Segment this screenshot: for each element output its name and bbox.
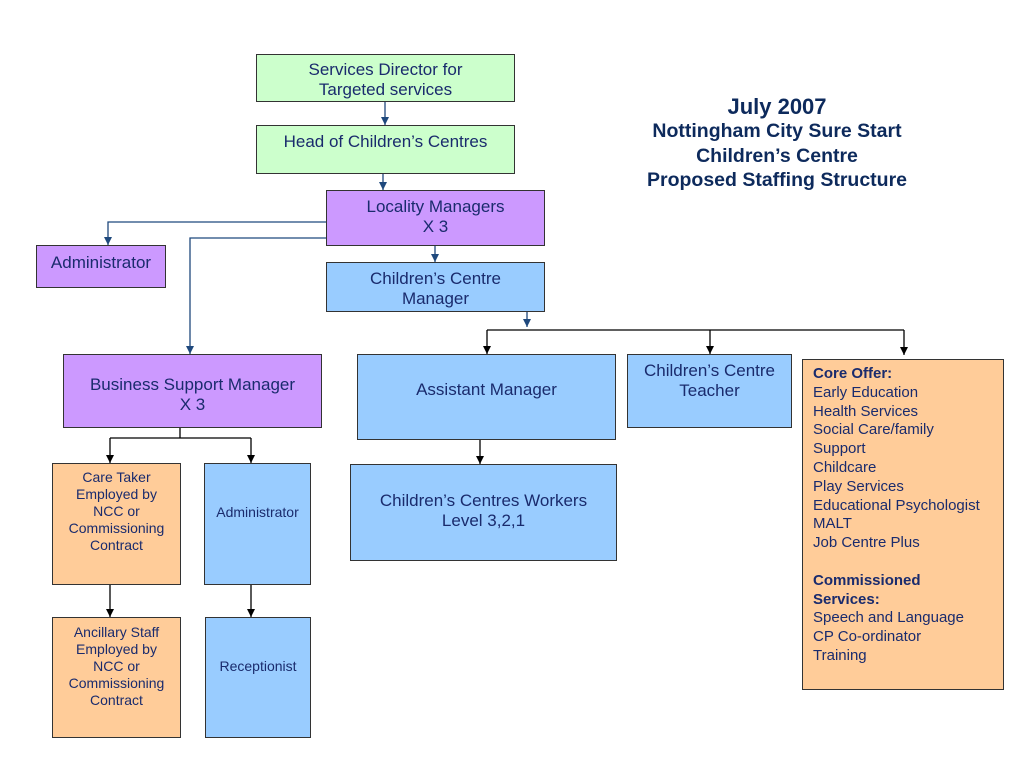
care-taker-box: Care Taker Employed by NCC or Commission… (52, 463, 181, 585)
centre-teacher-line-2: Teacher (679, 381, 740, 400)
assistant-manager-label: Assistant Manager (416, 380, 557, 399)
core-offer-item: Early Education (813, 383, 919, 401)
core-offer-item: Social Care/family (813, 421, 934, 439)
care-taker-line-4: Commissioning (68, 520, 165, 536)
care-taker-line-1: Care Taker (82, 469, 151, 485)
core-offer-item: Childcare (813, 458, 877, 476)
administrator-support-label: Administrator (216, 504, 299, 520)
core-offer-item: Support (813, 440, 866, 458)
title-line-3: Proposed Staffing Structure (646, 169, 908, 192)
receptionist-label: Receptionist (219, 658, 297, 674)
assistant-manager-box: Assistant Manager (357, 354, 616, 440)
connector-locality-to-administrator (104, 221, 326, 245)
connector-locality-to-business-support (186, 237, 326, 354)
core-offer-item: Play Services (813, 477, 904, 495)
services-director-box: Services Director for Targeted services (256, 54, 515, 102)
commissioned-item: CP Co-ordinator (813, 628, 922, 646)
ancillary-staff-line-3: NCC or (93, 658, 140, 674)
business-support-manager-line-2: X 3 (179, 395, 206, 414)
business-support-manager-box: Business Support Manager X 3 (63, 354, 322, 428)
ancillary-staff-line-1: Ancillary Staff (73, 624, 160, 640)
services-director-line-1: Services Director for (308, 60, 463, 79)
administrator-locality-label: Administrator (50, 253, 152, 272)
centres-workers-line-2: Level 3,2,1 (441, 511, 526, 530)
centres-workers-line-1: Children’s Centres Workers (379, 491, 588, 510)
head-of-centres-box: Head of Children’s Centres (256, 125, 515, 174)
title-date: July 2007 (727, 94, 827, 119)
centre-manager-box: Children’s Centre Manager (326, 262, 545, 312)
administrator-locality-box: Administrator (36, 245, 166, 288)
locality-managers-box: Locality Managers X 3 (326, 190, 545, 246)
locality-managers-line-2: X 3 (422, 217, 449, 236)
connector-business-support-stem (110, 428, 251, 439)
title-line-1: Nottingham City Sure Start (652, 120, 902, 142)
core-offer-box: Core Offer: Early Education Health Servi… (802, 359, 1004, 690)
commissioned-item: Speech and Language (813, 609, 964, 627)
receptionist-box: Receptionist (205, 617, 311, 738)
ancillary-staff-line-2: Employed by (76, 641, 157, 657)
core-offer-item: Job Centre Plus (813, 534, 920, 552)
business-support-manager-line-1: Business Support Manager (89, 375, 296, 394)
centre-teacher-box: Children’s Centre Teacher (627, 354, 792, 428)
care-taker-line-2: Employed by (76, 486, 157, 502)
head-of-centres-label: Head of Children’s Centres (283, 132, 488, 151)
commissioned-heading-line-1: Commissioned (813, 571, 921, 589)
services-director-line-2: Targeted services (318, 80, 453, 99)
commissioned-heading-line-2: Services: (813, 590, 880, 608)
title-line-2: Children’s Centre (696, 144, 858, 167)
core-offer-item: MALT (813, 515, 852, 533)
care-taker-line-3: NCC or (93, 503, 140, 519)
locality-managers-line-1: Locality Managers (366, 197, 505, 216)
core-offer-item: Health Services (813, 402, 919, 420)
centres-workers-box: Children’s Centres Workers Level 3,2,1 (350, 464, 617, 561)
ancillary-staff-line-5: Contract (90, 692, 143, 708)
centre-manager-line-2: Manager (401, 289, 470, 308)
chart-title: July 2007 Nottingham City Sure Start Chi… (607, 94, 947, 193)
administrator-support-box: Administrator (204, 463, 311, 585)
core-offer-item: Educational Psychologist (813, 496, 980, 514)
centre-manager-line-1: Children’s Centre (369, 269, 502, 288)
ancillary-staff-box: Ancillary Staff Employed by NCC or Commi… (52, 617, 181, 738)
care-taker-line-5: Contract (90, 537, 143, 553)
centre-teacher-line-1: Children’s Centre (643, 361, 776, 380)
ancillary-staff-line-4: Commissioning (68, 675, 165, 691)
core-offer-heading: Core Offer: (813, 365, 893, 382)
commissioned-item: Training (813, 646, 867, 664)
